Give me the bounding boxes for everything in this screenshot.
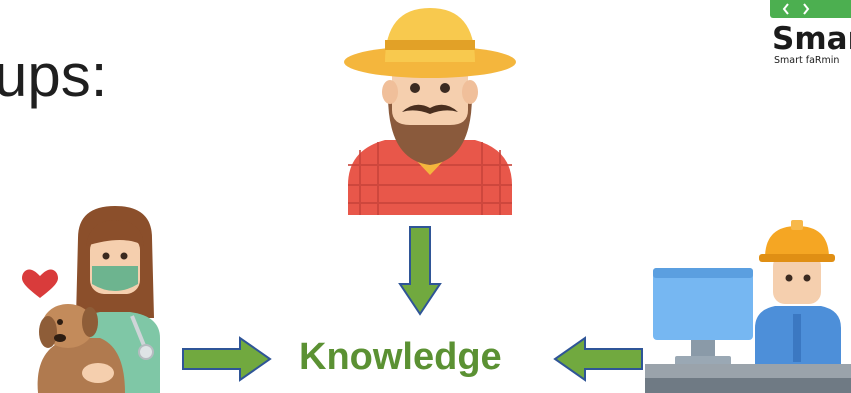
farmer-icon: [344, 8, 516, 215]
right-arrow-icon: [182, 336, 272, 382]
slide-heading: ups:: [0, 42, 108, 109]
logo-tagline: Smart faRmin: [774, 55, 840, 66]
logo-badge-icon: [770, 0, 851, 18]
computer-technician-icon: [645, 220, 851, 393]
knowledge-label: Knowledge: [299, 336, 502, 378]
left-arrow-icon: [553, 336, 643, 382]
logo-wordmark: Smar: [772, 21, 851, 57]
veterinarian-icon: [22, 206, 160, 393]
smart-farming-logo: Smar Smart faRmin: [766, 0, 851, 80]
down-arrow-icon: [398, 226, 442, 316]
